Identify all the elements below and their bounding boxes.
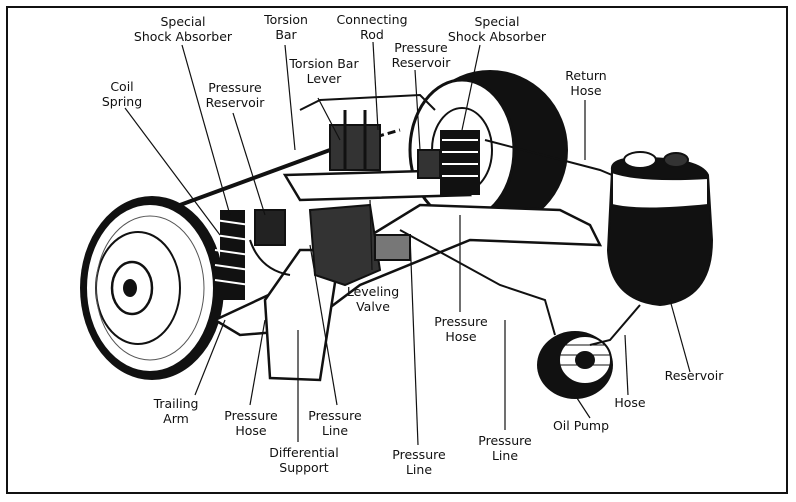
label-hose: Hose (614, 395, 646, 410)
left-shock-absorber (214, 209, 286, 300)
label-return-hose: Return Hose (565, 68, 607, 98)
differential (308, 203, 411, 287)
label-pressure-reservoir-right: Pressure Reservoir (391, 40, 451, 70)
leader-lines (124, 41, 691, 446)
label-pressure-hose-center: Pressure Hose (434, 314, 488, 344)
label-pressure-line-right: Pressure Line (478, 433, 532, 463)
label-trailing-arm: Trailing Arm (153, 396, 199, 426)
label-leveling-valve: Leveling Valve (346, 284, 400, 314)
reservoir (606, 151, 714, 307)
label-pressure-line-center: Pressure Line (392, 447, 446, 477)
label-reservoir: Reservoir (664, 368, 724, 383)
label-differential-support: Differential Support (269, 445, 339, 475)
label-coil-spring: Coil Spring (101, 79, 143, 109)
hydraulic-lines (249, 93, 641, 346)
label-torsion-bar: Torsion Bar (264, 12, 308, 42)
torsion-bar-lever (329, 110, 381, 171)
label-torsion-bar-lever: Torsion Bar Lever (289, 56, 359, 86)
label-connecting-rod: Connecting Rod (336, 12, 408, 42)
label-oil-pump: Oil Pump (552, 418, 610, 433)
label-special-shock-absorber-right: Special Shock Absorber (447, 14, 547, 44)
front-tire (80, 196, 224, 380)
label-pressure-line-left: Pressure Line (308, 408, 362, 438)
oil-pump (537, 331, 613, 399)
label-pressure-hose-left: Pressure Hose (224, 408, 278, 438)
trailing-arm (212, 168, 603, 382)
right-shock-absorber (417, 130, 480, 195)
label-special-shock-absorber-left: Special Shock Absorber (133, 14, 233, 44)
label-pressure-reservoir-left: Pressure Reservoir (205, 80, 265, 110)
